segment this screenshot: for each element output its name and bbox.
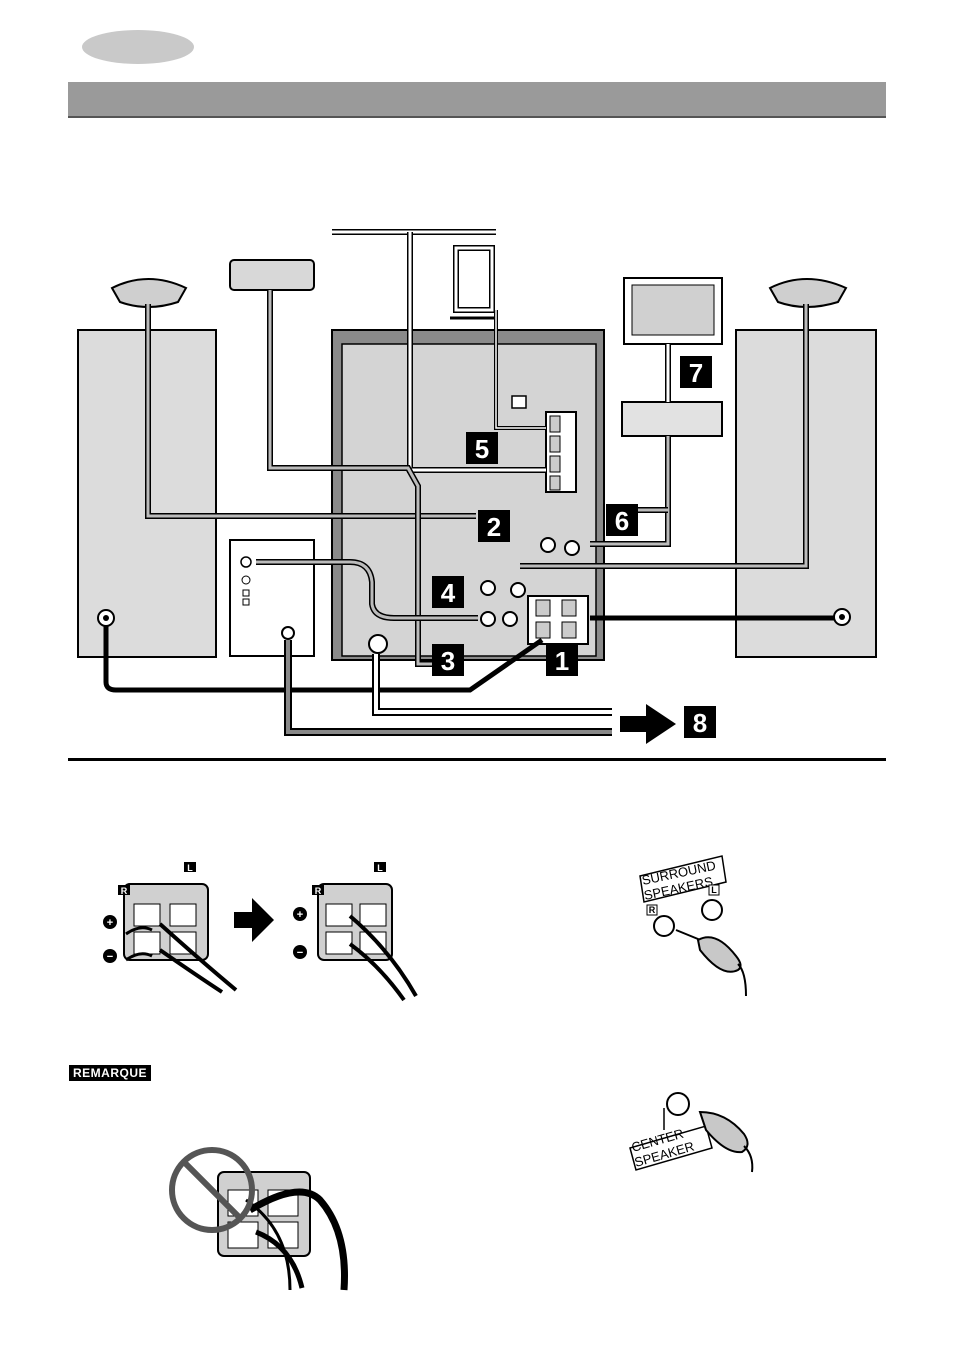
svg-text:5: 5: [475, 434, 489, 464]
section-divider: [68, 758, 886, 761]
svg-text:+: +: [107, 917, 113, 929]
svg-text:L: L: [711, 885, 717, 895]
right-surround-speaker: [770, 279, 846, 307]
svg-text:R: R: [121, 886, 128, 896]
external-device: [622, 402, 722, 436]
svg-text:7: 7: [689, 358, 703, 388]
left-surround-speaker: [112, 279, 186, 307]
arrow-icon: [620, 704, 676, 744]
step-7-marker: 7: [680, 356, 712, 388]
surround-speakers-jack-detail: SURROUND SPEAKERS R L: [640, 856, 746, 996]
step-3-marker: 3: [432, 644, 464, 676]
svg-text:8: 8: [693, 708, 707, 738]
svg-text:3: 3: [441, 646, 455, 676]
incorrect-wiring-detail: [172, 1150, 345, 1290]
arrow-icon: [234, 898, 274, 942]
remarque-label: REMARQUE: [69, 1065, 151, 1081]
svg-text:1: 1: [555, 646, 569, 676]
svg-text:L: L: [187, 863, 193, 873]
center-speaker-jack-detail: CENTER SPEAKER: [630, 1093, 753, 1172]
step-8-marker: 8: [684, 706, 716, 738]
terminal-wiring-detail-before: R L + −: [103, 862, 236, 992]
step-1-marker: 1: [546, 644, 578, 676]
step-4-marker: 4: [432, 576, 464, 608]
svg-text:−: −: [297, 947, 303, 959]
svg-text:4: 4: [441, 578, 456, 608]
svg-text:R: R: [315, 886, 322, 896]
terminal-wiring-detail-after: R L + −: [293, 862, 416, 1000]
center-speaker: [230, 260, 314, 290]
svg-text:−: −: [107, 951, 113, 963]
svg-text:+: +: [297, 909, 303, 921]
step-6-marker: 6: [606, 504, 638, 536]
step-5-marker: 5: [466, 432, 498, 464]
step-2-marker: 2: [478, 510, 510, 542]
svg-text:2: 2: [487, 512, 501, 542]
svg-text:R: R: [649, 905, 656, 915]
svg-text:L: L: [377, 863, 383, 873]
svg-text:6: 6: [615, 506, 629, 536]
